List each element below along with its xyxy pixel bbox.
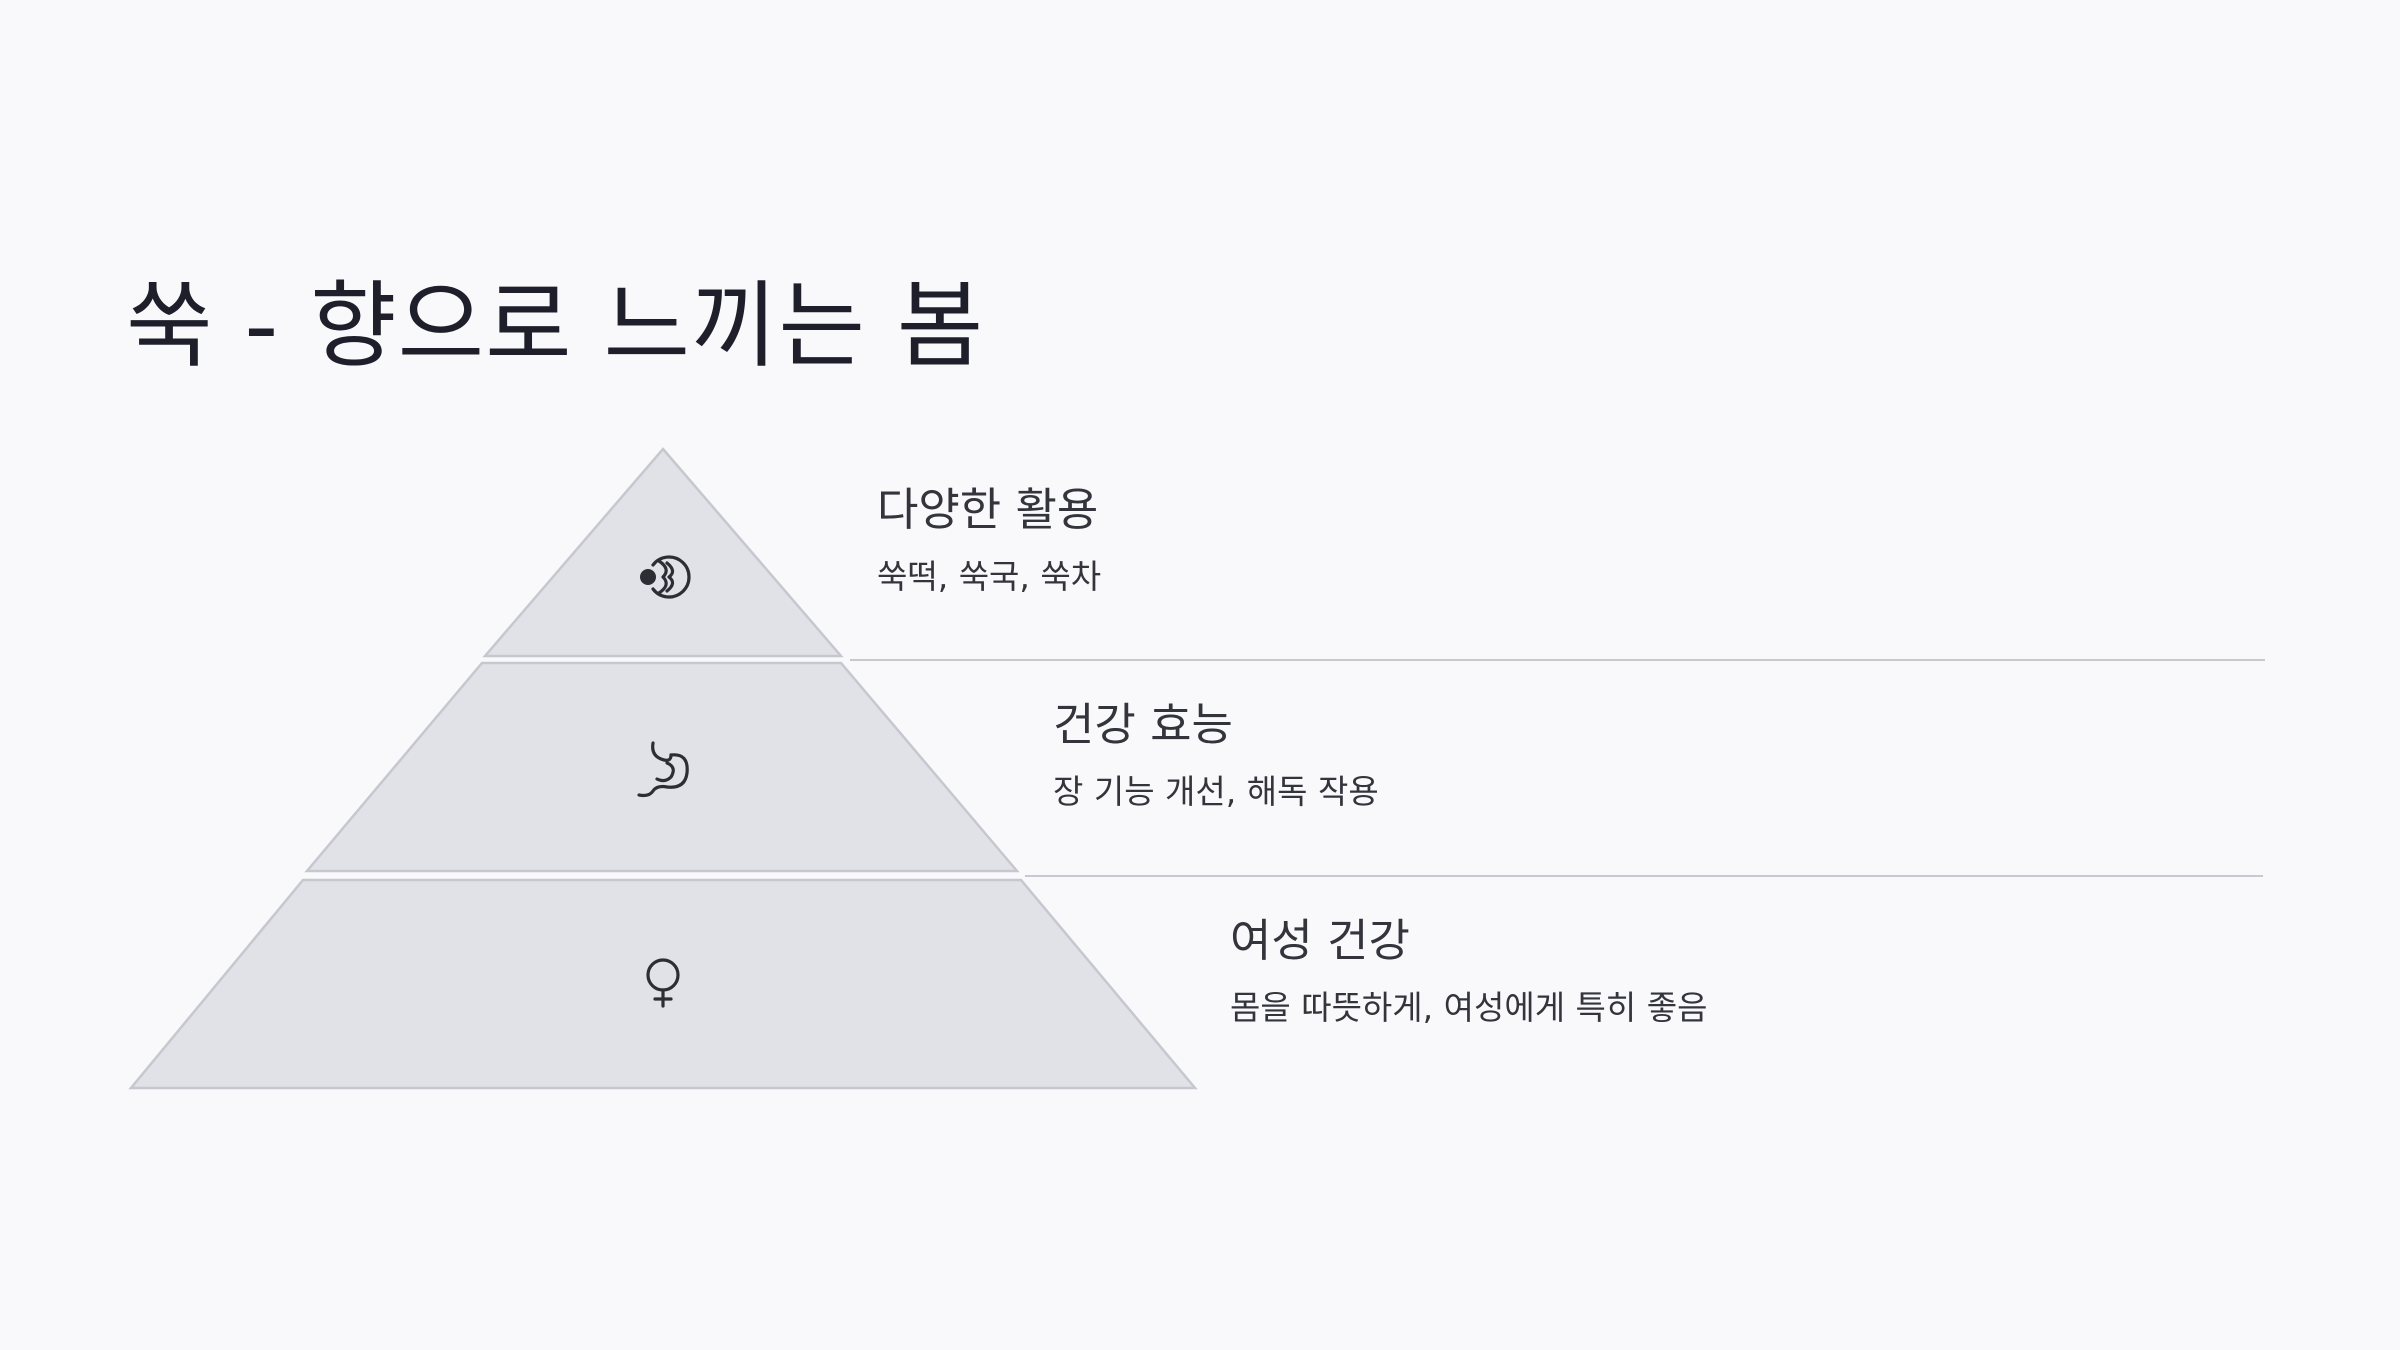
tier-2-text: 건강 효능 장 기능 개선, 해독 작용 bbox=[1053, 702, 1379, 808]
tier-heading: 여성 건강 bbox=[1230, 914, 1410, 967]
cooking-icon bbox=[640, 555, 691, 599]
tier-3-text: 여성 건강 몸을 따뜻하게, 여성에게 특히 좋음 bbox=[1230, 918, 1708, 1024]
tier-description: 몸을 따뜻하게, 여성에게 특히 좋음 bbox=[1230, 988, 1708, 1027]
tier-heading: 건강 효능 bbox=[1053, 698, 1233, 751]
pyramid-tier-top bbox=[482, 447, 844, 658]
tier-description: 장 기능 개선, 해독 작용 bbox=[1053, 772, 1379, 811]
stomach-icon bbox=[637, 741, 689, 798]
female-symbol-icon bbox=[646, 958, 680, 1008]
pyramid-tier-middle bbox=[304, 661, 1020, 873]
tier-description: 쑥떡, 쑥국, 쑥차 bbox=[877, 557, 1102, 596]
slide-title: 쑥 - 향으로 느끼는 봄 bbox=[126, 272, 985, 381]
pyramid-tier-bottom bbox=[128, 878, 1198, 1090]
tier-1-text: 다양한 활용 쑥떡, 쑥국, 쑥차 bbox=[877, 487, 1101, 593]
tier-heading: 다양한 활용 bbox=[877, 483, 1099, 536]
